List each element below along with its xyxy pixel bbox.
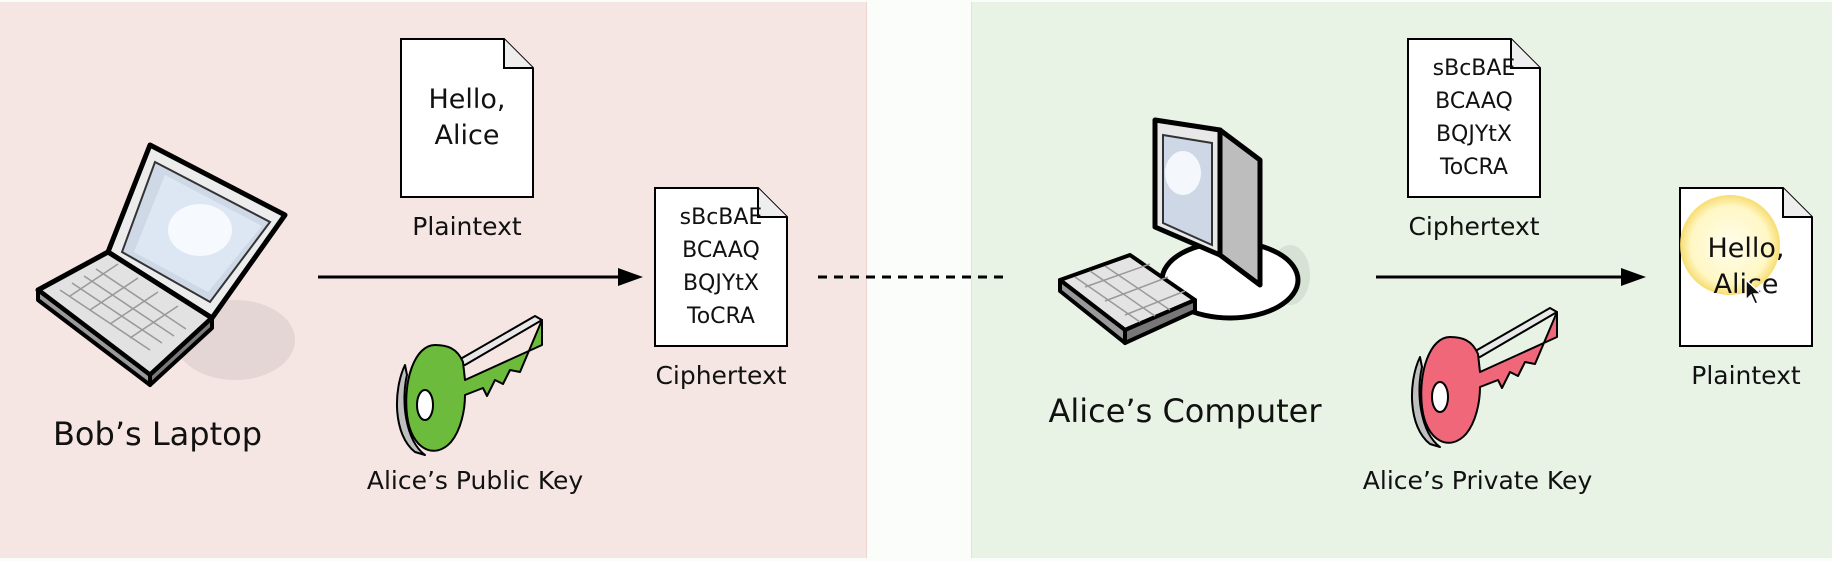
device-label-bob: Bob’s Laptop	[52, 415, 263, 453]
ciphertext-document-left: sBcBAE BCAAQ BQJYtX ToCRA	[654, 187, 788, 347]
ciphertext-caption-left: Ciphertext	[655, 361, 787, 390]
ciphertext-line-4: ToCRA	[1440, 155, 1508, 180]
plaintext-line-1: Hello,	[1707, 233, 1785, 264]
ciphertext-line-3: BQJYtX	[682, 271, 760, 296]
private-key-icon	[1411, 307, 1558, 448]
plaintext-line-1: Hello,	[428, 84, 506, 115]
laptop-icon	[35, 142, 295, 387]
plaintext-text-right: Hello, Alice	[1679, 187, 1813, 347]
plaintext-document-left: Hello, Alice	[400, 38, 534, 198]
plaintext-line-2: Alice	[434, 120, 500, 151]
ciphertext-line-4: ToCRA	[687, 304, 755, 329]
ciphertext-line-3: BQJYtX	[1435, 122, 1513, 147]
encrypt-arrow	[318, 268, 643, 286]
ciphertext-document-right: sBcBAE BCAAQ BQJYtX ToCRA	[1407, 38, 1541, 198]
decrypt-arrow	[1376, 268, 1646, 286]
public-key-label: Alice’s Public Key	[366, 466, 584, 495]
highlight-glow	[1680, 195, 1780, 295]
desktop-computer-icon	[1058, 117, 1310, 345]
device-label-alice: Alice’s Computer	[1048, 392, 1322, 430]
ciphertext-caption-right: Ciphertext	[1408, 212, 1540, 241]
mouse-cursor-icon	[1745, 278, 1763, 305]
ciphertext-line-1: sBcBAE	[1432, 56, 1516, 81]
network-connection	[818, 275, 1003, 279]
plaintext-caption-right: Plaintext	[1691, 361, 1801, 390]
ciphertext-line-1: sBcBAE	[679, 205, 763, 230]
plaintext-caption-left: Plaintext	[412, 212, 522, 241]
ciphertext-line-2: BCAAQ	[1435, 89, 1513, 114]
public-key-icon	[396, 315, 543, 456]
private-key-label: Alice’s Private Key	[1362, 466, 1593, 495]
ciphertext-line-2: BCAAQ	[682, 238, 760, 263]
